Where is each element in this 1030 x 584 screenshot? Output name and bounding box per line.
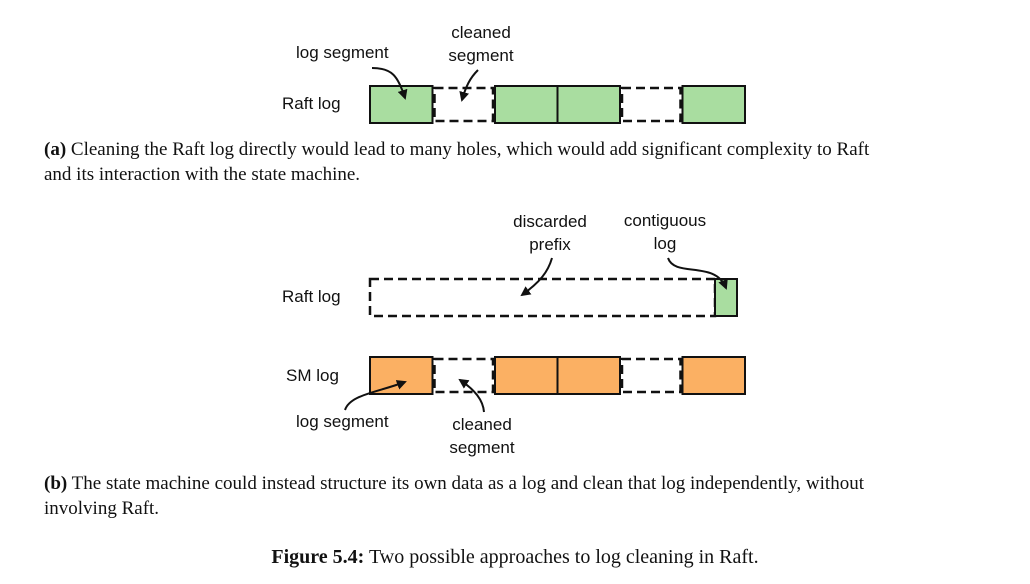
label-raft-log-a: Raft log — [282, 94, 341, 113]
label-log-segment-a: log segment — [296, 43, 389, 62]
caption-b-line2: involving Raft. — [44, 498, 160, 519]
label-contiguous-line1: contiguous — [623, 211, 707, 230]
sm-log-segment-5 — [681, 356, 746, 395]
label-cleaned-segment-a-line1: cleaned — [451, 23, 511, 42]
label-cleaned-segment-a-line2: segment — [448, 46, 514, 65]
label-sm-log: SM log — [286, 366, 339, 385]
caption-a-line1: (a) Cleaning the Raft log directly would… — [44, 139, 870, 160]
figure-caption: Figure 5.4: Two possible approaches to l… — [271, 546, 759, 568]
raft-log-discarded-prefix — [368, 277, 717, 318]
label-discarded-line1: discarded — [513, 212, 587, 231]
caption-b-line1: (b) The state machine could instead stru… — [44, 473, 864, 494]
label-raft-log-b: Raft log — [282, 287, 341, 306]
label-cleaned-segment-b-line2: segment — [449, 438, 515, 457]
sm-cleaned-segment-4 — [620, 357, 682, 394]
arrow-log-segment-a — [371, 67, 408, 100]
raft-a-log-segment-3 — [556, 85, 621, 124]
arrow-cleaned-segment-a — [459, 69, 479, 102]
label-discarded-line2: prefix — [529, 235, 571, 254]
sm-cleaned-segment-1 — [433, 357, 495, 394]
raft-log-contiguous-segment — [714, 278, 738, 317]
caption-a-line2: and its interaction with the state machi… — [44, 164, 361, 185]
raft-a-log-segment-5 — [681, 85, 746, 124]
raft-a-log-segment-2 — [494, 85, 559, 124]
raft-a-cleaned-segment-4 — [620, 86, 682, 123]
raft-log-a-segments — [369, 85, 746, 124]
sm-log-segment-0 — [369, 356, 434, 395]
sm-log-segment-3 — [556, 356, 621, 395]
label-log-segment-b: log segment — [296, 412, 389, 431]
raft-a-log-segment-0 — [369, 85, 434, 124]
label-contiguous-line2: log — [653, 234, 677, 253]
sm-log-segment-2 — [494, 356, 559, 395]
arrow-log-segment-b — [344, 380, 407, 411]
sm-log-segments — [369, 356, 746, 395]
arrow-contiguous-log — [667, 257, 728, 290]
arrow-discarded-prefix — [520, 257, 553, 297]
arrow-cleaned-segment-b — [458, 378, 485, 413]
label-cleaned-segment-b-line1: cleaned — [452, 415, 512, 434]
